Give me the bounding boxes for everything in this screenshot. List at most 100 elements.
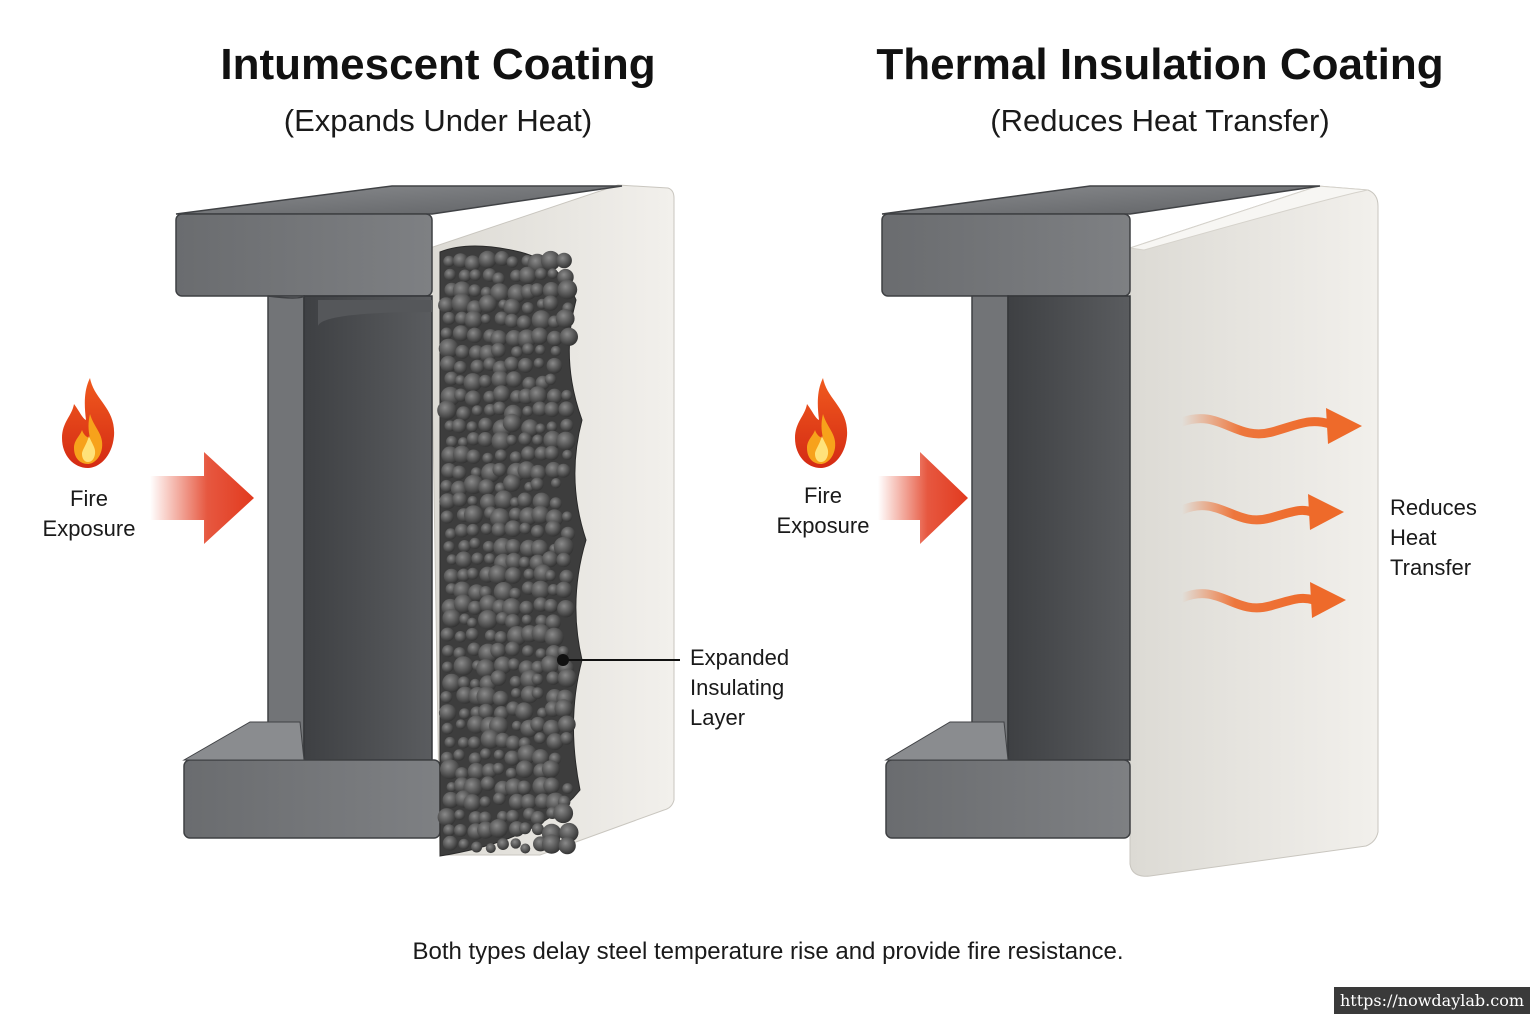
char-bubble bbox=[466, 421, 478, 433]
char-bubble bbox=[454, 824, 467, 837]
char-bubble bbox=[463, 373, 483, 392]
char-bubble bbox=[468, 811, 483, 826]
char-bubble bbox=[491, 342, 506, 358]
char-bubble bbox=[491, 431, 511, 451]
char-bubble bbox=[452, 492, 468, 507]
char-bubble bbox=[545, 520, 562, 537]
char-bubble bbox=[444, 268, 456, 281]
char-bubble bbox=[522, 376, 537, 391]
char-bubble bbox=[508, 793, 525, 811]
expanded-char-layer bbox=[437, 245, 587, 857]
char-bubble bbox=[556, 252, 572, 269]
char-bubble bbox=[517, 780, 532, 795]
char-bubble bbox=[443, 568, 459, 584]
char-bubble bbox=[492, 401, 507, 416]
char-bubble bbox=[451, 293, 472, 314]
char-bubble bbox=[452, 445, 471, 464]
char-bubble bbox=[531, 310, 552, 330]
char-bubble bbox=[521, 302, 535, 315]
char-bubble bbox=[453, 656, 474, 676]
char-bubble bbox=[531, 524, 545, 539]
char-bubble bbox=[505, 552, 523, 570]
wavy-arrow-icon bbox=[1177, 408, 1362, 444]
char-bubble bbox=[522, 645, 534, 657]
char-bubble bbox=[509, 451, 522, 464]
char-bubble bbox=[494, 490, 514, 510]
char-bubble bbox=[464, 255, 481, 272]
char-bubble bbox=[442, 673, 461, 693]
flame-icon bbox=[795, 378, 848, 468]
char-bubble bbox=[490, 508, 510, 528]
char-bubble bbox=[438, 338, 459, 359]
char-bubble bbox=[484, 629, 497, 642]
char-bubble bbox=[480, 748, 492, 760]
char-bubble bbox=[454, 809, 466, 821]
char-bubble bbox=[440, 327, 453, 340]
char-bubble bbox=[478, 811, 492, 825]
char-bubble bbox=[530, 283, 544, 297]
char-bubble bbox=[505, 767, 517, 779]
char-bubble bbox=[503, 298, 521, 316]
char-bubble bbox=[479, 493, 497, 511]
char-bubble bbox=[533, 357, 545, 369]
right-subtitle: (Reduces Heat Transfer) bbox=[990, 103, 1330, 138]
char-bubble bbox=[542, 282, 560, 299]
char-bubble bbox=[530, 464, 546, 481]
char-bubble bbox=[532, 492, 551, 511]
char-bubble bbox=[446, 554, 458, 565]
char-bubble bbox=[546, 733, 564, 751]
char-bubble bbox=[491, 522, 507, 538]
char-bubble bbox=[493, 792, 506, 805]
char-bubble bbox=[544, 627, 564, 647]
char-bubble bbox=[531, 580, 550, 600]
char-bubble bbox=[542, 295, 559, 311]
char-bubble bbox=[557, 646, 569, 658]
char-bubble bbox=[550, 478, 562, 489]
char-bubble bbox=[532, 749, 549, 767]
char-bubble bbox=[458, 269, 472, 282]
char-bubble bbox=[503, 474, 521, 492]
arrow-right-icon bbox=[150, 452, 254, 544]
right-fire-label-line2: Exposure bbox=[776, 513, 870, 538]
char-bubble bbox=[480, 729, 501, 749]
char-bubble bbox=[455, 344, 470, 359]
char-bubble bbox=[451, 418, 467, 434]
char-bubble bbox=[478, 479, 495, 496]
char-bubble bbox=[530, 716, 546, 733]
char-bubble bbox=[557, 715, 576, 734]
char-bubble bbox=[509, 587, 521, 600]
char-bubble bbox=[490, 330, 508, 347]
char-bubble bbox=[463, 505, 484, 525]
char-bubble bbox=[437, 808, 456, 827]
char-bubble bbox=[440, 355, 457, 373]
char-bubble bbox=[504, 567, 522, 584]
char-bubble bbox=[504, 750, 520, 766]
char-bubble bbox=[560, 418, 574, 432]
char-bubble bbox=[557, 600, 575, 618]
char-bubble bbox=[493, 582, 514, 602]
char-bubble bbox=[476, 659, 495, 678]
char-bubble bbox=[452, 465, 467, 480]
expanded-layer-label: Expanded Insulating Layer bbox=[690, 643, 830, 733]
char-bubble bbox=[540, 250, 561, 271]
char-bubble bbox=[555, 309, 575, 328]
char-bubble bbox=[494, 656, 512, 675]
char-bubble bbox=[530, 477, 544, 491]
char-bubble bbox=[511, 720, 522, 731]
char-bubble bbox=[557, 279, 578, 300]
char-bubble bbox=[508, 507, 523, 521]
char-bubble bbox=[516, 315, 532, 330]
char-bubble bbox=[492, 690, 509, 707]
char-bubble bbox=[469, 269, 482, 281]
char-bubble bbox=[502, 598, 522, 618]
char-bubble bbox=[561, 389, 573, 401]
char-bubble bbox=[522, 405, 533, 417]
char-bubble bbox=[494, 631, 508, 644]
char-bubble bbox=[505, 809, 520, 824]
char-bubble bbox=[478, 294, 497, 313]
char-bubble bbox=[437, 400, 457, 420]
char-bubble bbox=[535, 648, 547, 659]
transfer-line2: Heat bbox=[1390, 525, 1437, 550]
char-bubble bbox=[464, 310, 483, 329]
